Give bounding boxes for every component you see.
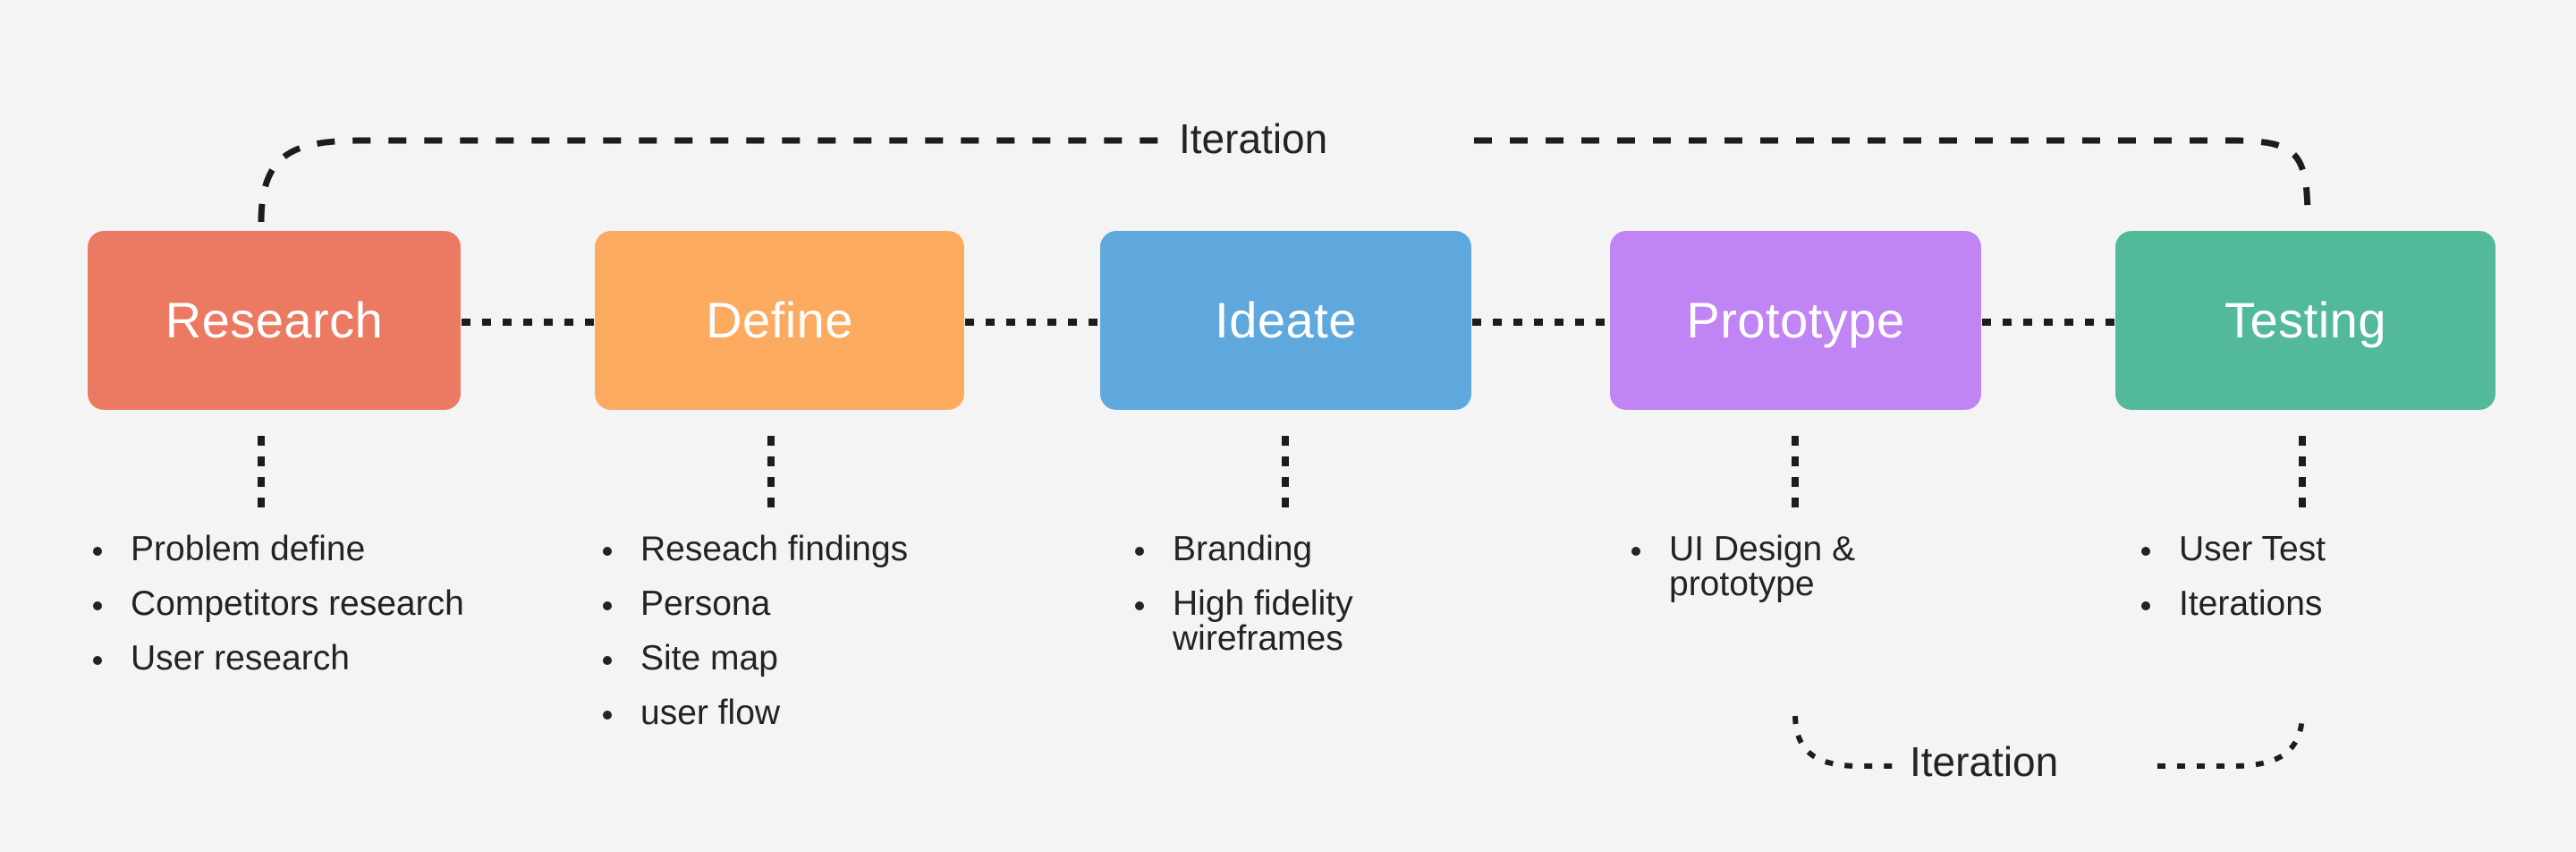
bullet-list-ideate: Branding High fidelity wireframes (1123, 532, 1445, 676)
iteration-label-top: Iteration (1179, 115, 1328, 162)
stage-label-research: Research (165, 292, 384, 348)
list-item-label: User Test (2179, 530, 2326, 568)
iteration-bottom-arc-left (1792, 715, 1894, 769)
list-item-label: Iterations (2179, 584, 2323, 623)
list-item: User research (80, 641, 501, 676)
bullet-dot-icon (2141, 601, 2150, 610)
list-item: Competitors research (80, 586, 501, 621)
bullet-dot-icon (93, 547, 102, 556)
iteration-label-bottom: Iteration (1910, 738, 2059, 785)
iteration-top-arc-left (258, 137, 1159, 223)
bullet-dot-icon (603, 601, 612, 610)
list-item: Site map (590, 641, 1020, 676)
list-item: Problem define (80, 532, 501, 567)
stage-label-define: Define (706, 292, 853, 348)
list-item: Branding (1123, 532, 1445, 567)
bullet-dot-icon (603, 711, 612, 720)
bullet-dot-icon (603, 547, 612, 556)
list-item: user flow (590, 695, 1020, 730)
iteration-top-arc-right (1474, 137, 2311, 223)
stage-box-testing[interactable]: Testing (2115, 231, 2496, 410)
bullet-dot-icon (2141, 547, 2150, 556)
iteration-bottom-arc-right (2157, 715, 2305, 769)
list-item: UI Design & prototype (1619, 532, 1941, 601)
bullet-list-testing: User Test Iterations (2129, 532, 2487, 641)
stage-label-ideate: Ideate (1215, 292, 1357, 348)
list-item-label: High fidelity wireframes (1173, 584, 1353, 658)
stage-box-define[interactable]: Define (595, 231, 964, 410)
stage-label-prototype: Prototype (1686, 292, 1905, 348)
list-item: User Test (2129, 532, 2487, 567)
list-item-label: Competitors research (131, 584, 464, 623)
stage-label-testing: Testing (2224, 292, 2386, 348)
bullet-dot-icon (1135, 547, 1144, 556)
bullet-dot-icon (1631, 547, 1640, 556)
list-item-label: Site map (640, 639, 778, 677)
bullet-list-define: Reseach findings Persona Site map user f… (590, 532, 1020, 750)
stage-box-prototype[interactable]: Prototype (1610, 231, 1981, 410)
list-item: Reseach findings (590, 532, 1020, 567)
list-item-label: Persona (640, 584, 771, 623)
list-item-label: user flow (640, 694, 781, 732)
list-item-label: UI Design & prototype (1669, 530, 1856, 603)
stage-box-research[interactable]: Research (88, 231, 461, 410)
list-item-label: Reseach findings (640, 530, 909, 568)
list-item: High fidelity wireframes (1123, 586, 1445, 656)
bullet-dot-icon (93, 656, 102, 665)
bullet-list-research: Problem define Competitors research User… (80, 532, 501, 695)
bullet-dot-icon (603, 656, 612, 665)
list-item-label: Problem define (131, 530, 366, 568)
stage-box-ideate[interactable]: Ideate (1100, 231, 1471, 410)
list-item: Persona (590, 586, 1020, 621)
list-item-label: User research (131, 639, 350, 677)
bullet-dot-icon (1135, 601, 1144, 610)
list-item-label: Branding (1173, 530, 1313, 568)
bullet-list-prototype: UI Design & prototype (1619, 532, 1941, 621)
list-item: Iterations (2129, 586, 2487, 621)
bullet-dot-icon (93, 601, 102, 610)
